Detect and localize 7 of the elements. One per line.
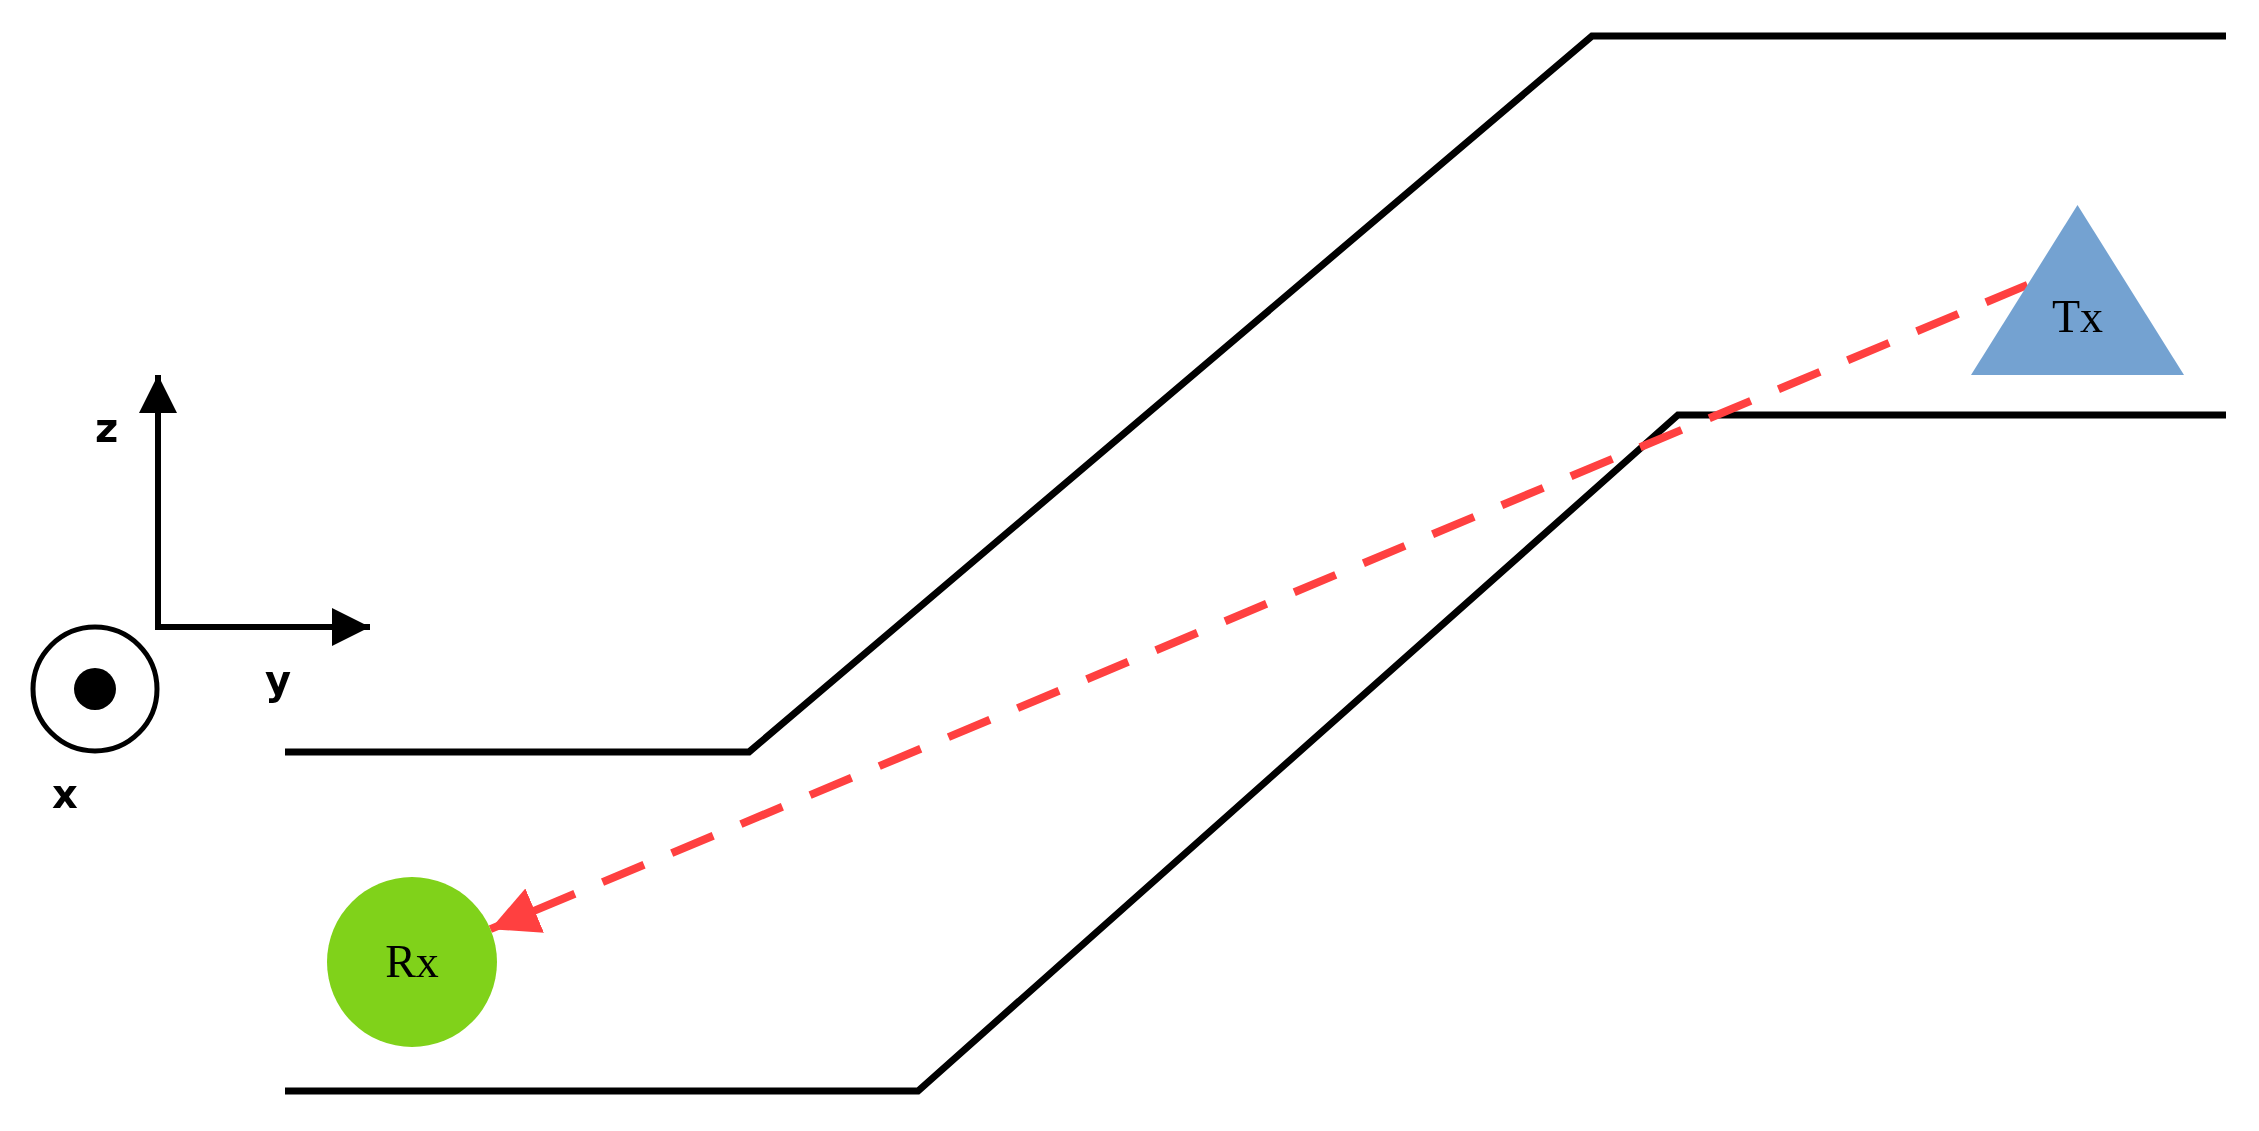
node-label: Tx xyxy=(2051,294,2104,341)
signal-path-arrow xyxy=(488,281,2029,933)
axis-label: x xyxy=(52,774,78,814)
node-label: Rx xyxy=(385,939,439,985)
receiver-circle xyxy=(327,877,497,1047)
transmitter-triangle xyxy=(1971,205,2184,375)
axis-label: z xyxy=(95,408,119,448)
